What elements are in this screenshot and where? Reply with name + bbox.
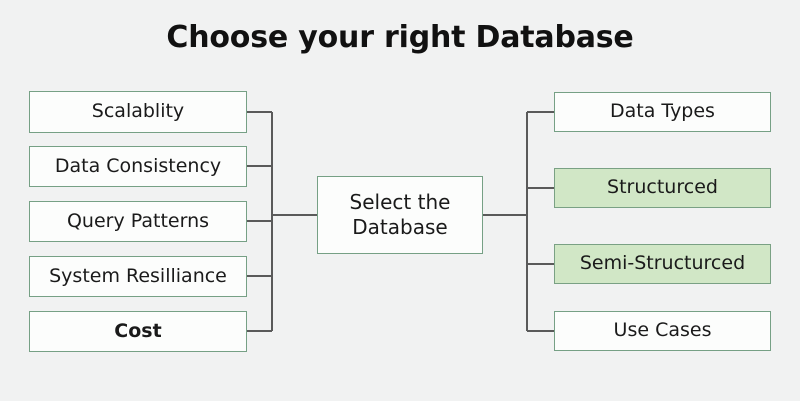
node-structured[interactable]: Structurced (554, 168, 771, 208)
node-label: Use Cases (613, 319, 712, 342)
node-label: Semi-Structurced (579, 252, 746, 275)
node-label: Data Types (610, 100, 715, 123)
node-label: Scalablity (91, 100, 185, 123)
node-label: Select the Database (349, 190, 451, 239)
node-data-consistency[interactable]: Data Consistency (29, 146, 247, 187)
node-label: System Resilliance (49, 264, 227, 287)
node-scalability[interactable]: Scalablity (29, 91, 247, 133)
node-label: Structurced (607, 176, 718, 199)
node-use-cases[interactable]: Use Cases (554, 311, 771, 351)
node-semi-structured[interactable]: Semi-Structurced (554, 244, 771, 284)
node-select-the-database[interactable]: Select the Database (317, 176, 483, 254)
node-system-resilliance[interactable]: System Resilliance (29, 256, 247, 297)
node-label: Query Patterns (66, 209, 210, 232)
node-label: Cost (114, 319, 162, 342)
node-label: Data Consistency (54, 154, 222, 177)
node-data-types[interactable]: Data Types (554, 92, 771, 132)
page-title: Choose your right Database (166, 20, 634, 55)
node-query-patterns[interactable]: Query Patterns (29, 201, 247, 242)
node-cost[interactable]: Cost (29, 311, 247, 352)
